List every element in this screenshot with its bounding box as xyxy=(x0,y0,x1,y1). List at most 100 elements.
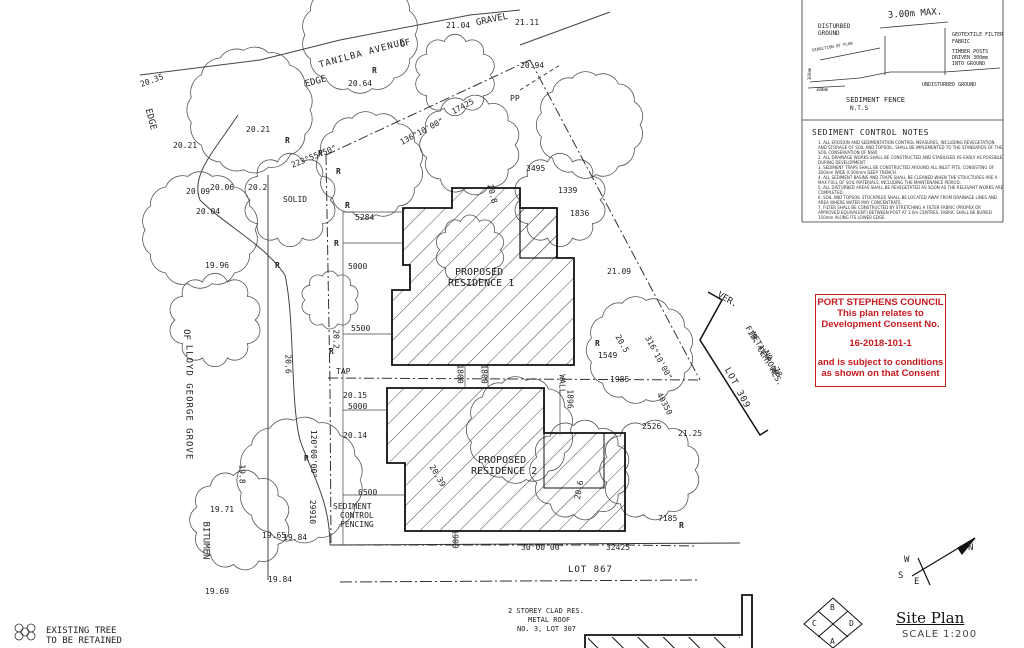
street-of-left: OF xyxy=(180,329,191,340)
key-b: B xyxy=(830,603,835,612)
tree-marker: R xyxy=(285,136,290,145)
tree-canopy xyxy=(535,71,643,179)
lot-867-label: LOT 867 xyxy=(568,565,613,575)
dimension-label: 2526 xyxy=(642,422,662,431)
residence-1-label: RESIDENCE 1 xyxy=(448,278,515,289)
street-bitumen: BITUMEN xyxy=(200,521,211,560)
key-c: C xyxy=(812,619,817,628)
stamp-line: as shown on that Consent xyxy=(821,368,940,379)
tree-marker: R xyxy=(275,261,280,270)
bottom-res-label: NO. 3, LOT 307 xyxy=(517,625,577,633)
stamp-line: and is subject to conditions xyxy=(817,357,944,368)
dimension-label: 1339 xyxy=(558,186,578,195)
stamp-line: 16-2018-101-1 xyxy=(849,338,912,349)
dimension-label: 1800 xyxy=(479,364,489,384)
tree-marker: R xyxy=(329,347,334,356)
detail-text: TIMBER POSTS xyxy=(952,49,989,55)
compass-s: S xyxy=(898,571,904,581)
sediment-label: CONTROL xyxy=(340,511,374,520)
key-a: A xyxy=(830,637,835,646)
detail-text: UNDISTURBED GROUND xyxy=(922,82,977,88)
level-label: 20.09 xyxy=(186,187,211,196)
dimension-label: 1836 xyxy=(570,209,590,218)
detail-text: DRIVEN 300mm xyxy=(952,55,989,61)
solid-label: SOLID xyxy=(283,195,308,204)
level-label: 19.8 xyxy=(237,464,247,484)
stamp-line: PORT STEPHENS COUNCIL xyxy=(817,297,944,308)
key-d: D xyxy=(849,619,854,628)
level-label: 20.2 xyxy=(331,329,341,349)
residence-2-label: RESIDENCE 2 xyxy=(471,466,538,477)
tree-canopy xyxy=(419,94,520,196)
sediment-fence-detail xyxy=(801,0,1004,223)
tree-marker: R xyxy=(679,521,684,530)
tree-canopy xyxy=(415,33,495,117)
dimension-label: 1896 xyxy=(565,389,575,409)
tree-marker: R xyxy=(336,167,341,176)
tree-marker: R xyxy=(372,66,377,75)
residence-1-footprint xyxy=(391,187,575,366)
bearing-label: 32425 xyxy=(606,543,631,552)
detail-text: 300mm xyxy=(807,67,813,81)
detail-text: DISTURBED xyxy=(818,23,851,30)
tree-marker: R xyxy=(595,339,600,348)
note-item: 5. ALL DISTURBED AREAS SHALL BE REVEGETA… xyxy=(818,185,1004,195)
compass-e: E xyxy=(914,577,920,587)
level-label: 19.84 xyxy=(283,533,308,542)
dimension-label: 5000 xyxy=(348,402,368,411)
dimension-label: 1900 xyxy=(450,529,460,549)
level-label: 21.09 xyxy=(607,267,632,276)
wall-label: WALL xyxy=(557,374,567,394)
bearing-label: 30°00'00" xyxy=(521,543,565,552)
tree-canopy xyxy=(585,296,693,404)
notes-title: SEDIMENT CONTROL NOTES xyxy=(812,128,929,137)
note-item: 4. ALL SEDIMENT BASINS AND TRAPS SHALL B… xyxy=(818,175,998,185)
level-label: 21.11 xyxy=(515,18,540,27)
tree-canopy xyxy=(169,273,261,367)
bearing-label: 120°00'00" xyxy=(309,429,319,479)
drawing-title: Site Plan xyxy=(896,609,965,627)
north-arrow xyxy=(911,537,976,586)
level-label: 19.84 xyxy=(268,575,293,584)
detail-text: 300mm xyxy=(816,87,829,92)
dimension-label: 7185 xyxy=(658,514,678,523)
tree-marker: R xyxy=(318,149,323,158)
pp-label: PP xyxy=(510,94,520,103)
level-label: 21.04 xyxy=(446,21,471,30)
tree-canopy xyxy=(189,469,290,571)
bottom-res-label: 2 STOREY CLAD RES. xyxy=(508,607,584,615)
tree-marker: R xyxy=(334,239,339,248)
tree-canopy xyxy=(236,416,363,544)
bottom-neighbour xyxy=(584,594,753,648)
level-label: 19.96 xyxy=(205,261,230,270)
street-lloyd: LLOYD GEORGE GROVE xyxy=(183,344,194,461)
level-label: 19.69 xyxy=(205,587,230,596)
tree-legend-icon xyxy=(14,623,36,641)
sediment-control-notes: SEDIMENT CONTROL NOTES 1. ALL EROSION AN… xyxy=(812,128,1004,220)
dimension-label: 5000 xyxy=(348,262,368,271)
dimension-label: 1549 xyxy=(598,351,618,360)
property-boundary xyxy=(325,59,741,583)
residence-2-label: PROPOSED xyxy=(478,455,527,466)
dimension-label: 1800 xyxy=(455,364,465,384)
tree-marker: R xyxy=(345,201,350,210)
level-label: 20.2 xyxy=(248,183,268,192)
detail-text: GROUND xyxy=(818,30,840,37)
level-label: 20.94 xyxy=(520,61,545,70)
compass-n: N xyxy=(968,543,974,553)
residence-1-label: PROPOSED xyxy=(455,267,504,278)
residence-2-footprint xyxy=(386,387,626,532)
note-item: 1. ALL EROSION AND SEDIMENTATION CONTROL… xyxy=(818,140,1003,155)
legend-text: EXISTING TREE xyxy=(46,626,117,636)
section-key xyxy=(803,597,863,648)
tree-canopy xyxy=(301,270,359,330)
sediment-label: FENCING xyxy=(340,520,374,529)
tree-marker: R xyxy=(304,454,309,463)
level-label: 21.25 xyxy=(678,429,703,438)
road-edges xyxy=(139,9,611,580)
bearing-label: 29910 xyxy=(308,499,318,525)
level-label: 20.04 xyxy=(196,207,221,216)
detail-text: GEOTEXTILE FILTER xyxy=(952,32,1004,38)
tree-canopy xyxy=(302,0,418,94)
